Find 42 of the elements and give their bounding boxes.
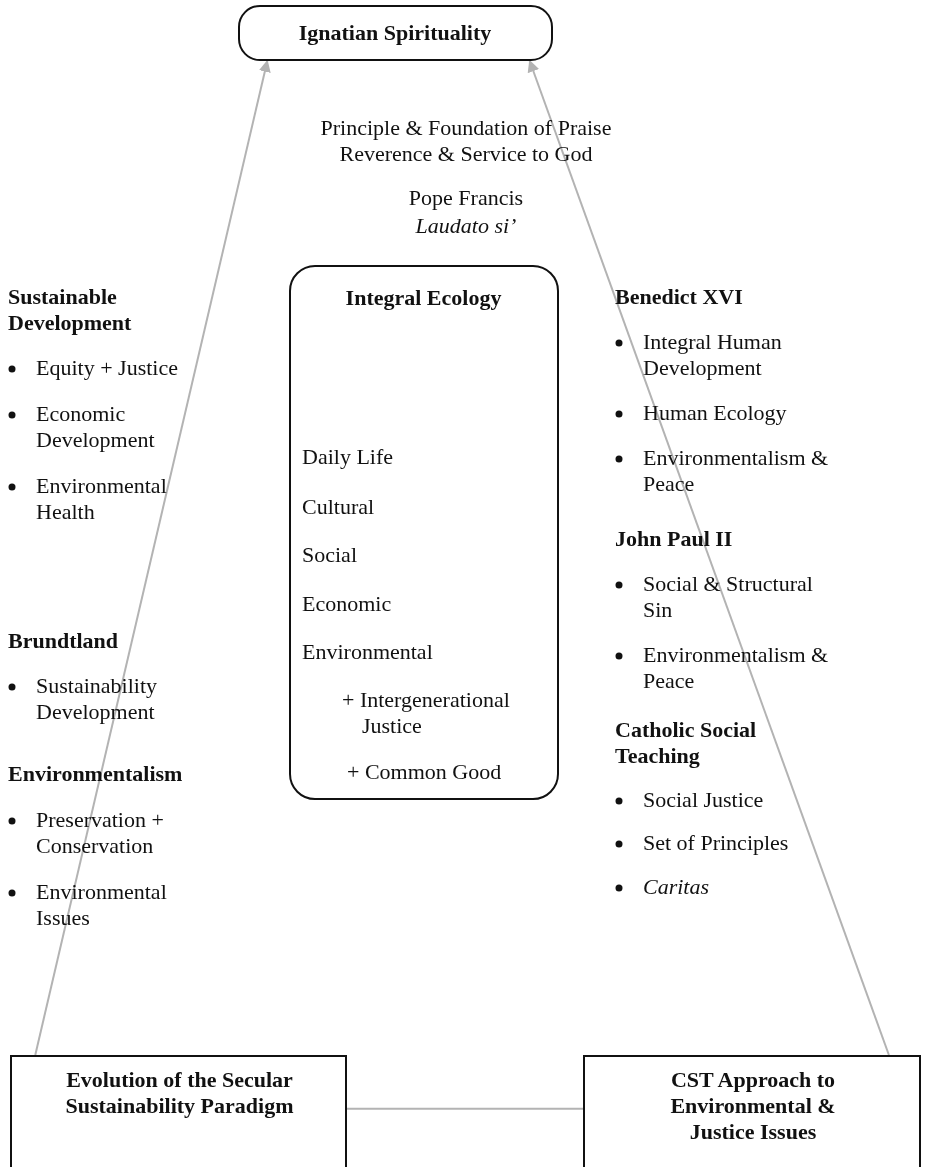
rounded-box — [289, 265, 559, 800]
box-title: Integral Ecology — [344, 285, 503, 311]
list-item: + Intergenerational Justice — [342, 687, 511, 739]
list-item: Caritas — [643, 874, 711, 900]
process-box — [583, 1055, 921, 1167]
note-text: Principle & Foundation of Praise — [319, 115, 613, 141]
list-item: Set of Principles — [643, 830, 790, 856]
list-item: Equity + Justice — [36, 355, 179, 381]
note-text: Laudato si’ — [414, 213, 518, 239]
section-heading: Sustainable Development — [8, 284, 133, 336]
arrow — [527, 59, 890, 1056]
arrow — [34, 59, 271, 1056]
section-heading: Catholic Social Teaching — [615, 717, 758, 769]
list-item: Environmental — [302, 639, 434, 665]
section-heading: John Paul II — [615, 526, 734, 552]
box-title: CST Approach to Environmental & Justice Issues — [669, 1067, 837, 1145]
box-title: Evolution of the Secular Sustainability Paradigm — [64, 1067, 295, 1119]
list-item: Economic — [302, 591, 393, 617]
note-text: Reverence & Service to God — [338, 141, 594, 167]
list-item: Economic Development — [36, 401, 156, 453]
list-item: Social — [302, 542, 358, 568]
list-item: Environmentalism & Peace — [643, 642, 830, 694]
box-title: Ignatian Spirituality — [297, 20, 493, 46]
section-heading: Brundtland — [8, 628, 120, 654]
list-item: Daily Life — [302, 444, 395, 470]
list-item: Cultural — [302, 494, 376, 520]
list-item: Social Justice — [643, 787, 765, 813]
section-heading: Benedict XVI — [615, 284, 744, 310]
list-item: Social & Structural Sin — [643, 571, 814, 623]
rounded-box — [238, 5, 553, 61]
process-box — [10, 1055, 347, 1167]
list-item: Environmentalism & Peace — [643, 445, 830, 497]
section-heading: Environmentalism — [8, 761, 184, 787]
list-item: + Common Good — [347, 759, 503, 785]
list-item: Preservation + Conservation — [36, 807, 165, 859]
list-item: Human Ecology — [643, 400, 788, 426]
list-item: Environmental Issues — [36, 879, 168, 931]
note-text: Pope Francis — [407, 185, 525, 211]
list-item: Integral Human Development — [643, 329, 783, 381]
list-item: Environmental Health — [36, 473, 168, 525]
connector-line — [346, 1107, 584, 1110]
list-item: Sustainability Development — [36, 673, 158, 725]
